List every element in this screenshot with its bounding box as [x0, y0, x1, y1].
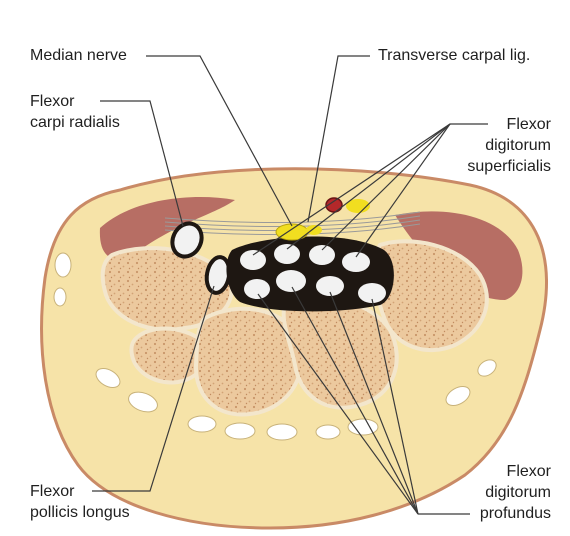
- label-line: Flexor: [30, 481, 130, 502]
- label-median-nerve: Median nerve: [30, 45, 127, 66]
- label-flexor-digitorum-superficialis: Flexor digitorum superficialis: [467, 114, 551, 177]
- label-flexor-digitorum-profundus: Flexor digitorum profundus: [480, 461, 551, 524]
- median-nerve-shape: [306, 225, 322, 235]
- label-flexor-pollicis-longus: Flexor pollicis longus: [30, 481, 130, 523]
- tendon: [55, 253, 71, 277]
- tendon: [267, 424, 297, 440]
- fds-tendon: [274, 244, 300, 264]
- tendon: [225, 423, 255, 439]
- label-line: profundus: [480, 503, 551, 524]
- fds-tendon: [342, 252, 370, 272]
- label-line: digitorum: [480, 482, 551, 503]
- label-line: carpi radialis: [30, 112, 120, 133]
- label-line: Flexor: [467, 114, 551, 135]
- tendon: [316, 425, 340, 439]
- label-flexor-carpi-radialis: Flexor carpi radialis: [30, 91, 120, 133]
- label-line: superficialis: [467, 156, 551, 177]
- fds-tendon: [309, 245, 335, 265]
- fds-tendon: [240, 250, 266, 270]
- median-nerve-shape: [276, 224, 308, 240]
- label-line: Flexor: [30, 91, 120, 112]
- tendon: [54, 288, 66, 306]
- label-line: pollicis longus: [30, 502, 130, 523]
- fdp-tendon: [244, 279, 270, 299]
- label-transverse-carpal-lig: Transverse carpal lig.: [378, 45, 530, 66]
- tendon: [188, 416, 216, 432]
- label-line: digitorum: [467, 135, 551, 156]
- label-line: Flexor: [480, 461, 551, 482]
- fdp-tendon: [276, 270, 306, 292]
